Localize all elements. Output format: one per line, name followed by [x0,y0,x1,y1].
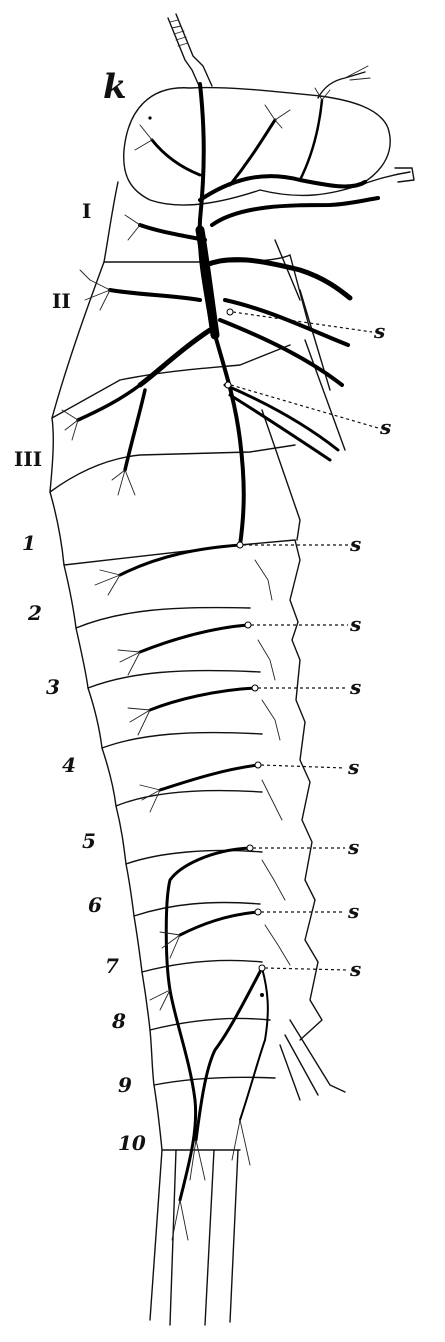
stigma-label: s [349,612,361,636]
stigma-dot [258,964,266,972]
head-label: k [103,67,127,107]
tracheal-fine-branches [61,87,331,1241]
tracheal-trunks [76,82,380,1202]
stigma-label: s [347,755,359,779]
abdominal-label: 3 [46,675,60,699]
abdominal-label: 2 [27,601,42,625]
abdominal-segment-labels: 1 2 3 4 5 6 7 8 9 10 [22,531,146,1155]
tail-dot [260,993,264,997]
stigma-label: s [349,957,361,981]
stigma-label: s [349,532,361,556]
stigma-dot [246,844,254,852]
stigma-label: s [347,835,359,859]
thoracic-label: II [52,289,71,313]
abdominal-label: 6 [88,893,102,917]
head-dot [148,116,152,120]
stigma-dot [224,381,232,389]
abdominal-label: 8 [111,1009,126,1033]
abdominal-label: 10 [118,1131,146,1155]
body-outline [49,13,415,1326]
thoracic-label: I [82,199,91,223]
stigma-dot [254,761,262,769]
abdominal-label: 1 [22,531,36,555]
stigma-label: s [349,675,361,699]
stigma-dot [251,684,259,692]
stigma-dot [226,308,234,316]
abdominal-label: 4 [62,753,76,777]
abdominal-label: 7 [105,954,119,978]
stigma-labels: s s s s s s s s s [347,319,391,981]
abdominal-label: 5 [82,829,96,853]
thoracic-segment-labels: I II III [14,199,91,471]
stigma-leader-lines [230,311,379,971]
stigma-markers [148,116,266,997]
stigma-dot [244,621,252,629]
stigma-dot [236,541,244,549]
abdominal-label: 9 [118,1073,132,1097]
stigma-dot [254,908,262,916]
thoracic-label: III [14,447,42,471]
stigma-label: s [347,899,359,923]
stigma-label: s [379,415,391,439]
stigma-label: s [373,319,385,343]
